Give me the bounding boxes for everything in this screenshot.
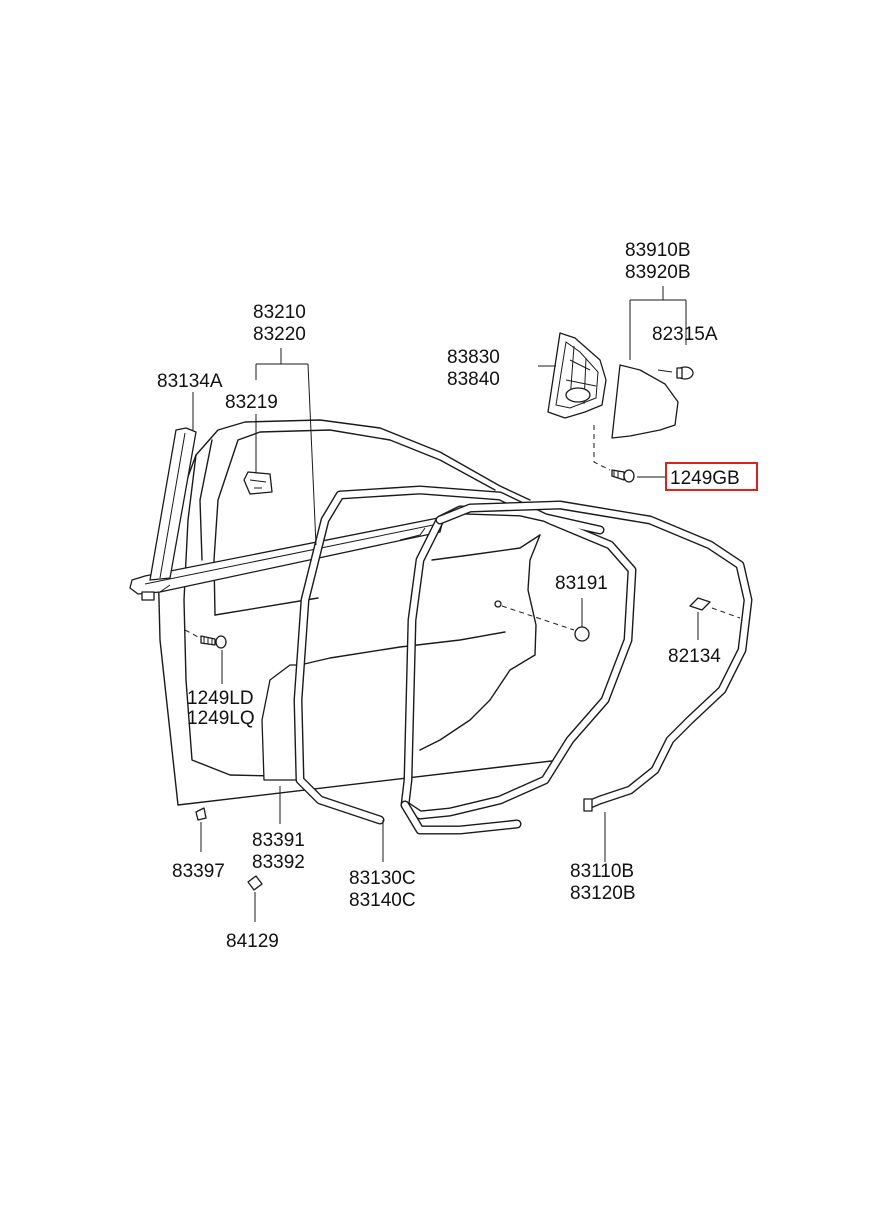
label-83120B[interactable]: 83120B — [570, 883, 636, 904]
plug-83191 — [494, 600, 590, 642]
label-83134A[interactable]: 83134A — [157, 371, 223, 392]
label-1249GB[interactable]: 1249GB — [670, 468, 740, 489]
label-83140C[interactable]: 83140C — [349, 890, 416, 911]
label-83830[interactable]: 83830 — [447, 347, 500, 368]
label-83910B[interactable]: 83910B — [625, 240, 691, 261]
label-1249LQ[interactable]: 1249LQ — [187, 708, 255, 729]
label-1249LD[interactable]: 1249LD — [187, 688, 254, 709]
body-weatherstrip — [435, 500, 753, 812]
label-83920B[interactable]: 83920B — [625, 262, 691, 283]
label-83220[interactable]: 83220 — [253, 324, 306, 345]
bracket-83219 — [243, 471, 273, 495]
label-83392[interactable]: 83392 — [252, 852, 305, 873]
label-83210[interactable]: 83210 — [253, 302, 306, 323]
clip-82134 — [689, 597, 741, 619]
label-84129[interactable]: 84129 — [226, 931, 279, 952]
label-83110B[interactable]: 83110B — [570, 861, 634, 882]
highlight-box — [665, 462, 758, 491]
label-83397[interactable]: 83397 — [172, 861, 225, 882]
quarter-cover — [611, 364, 679, 439]
label-83219[interactable]: 83219 — [225, 392, 278, 413]
clip-82315A — [657, 366, 694, 380]
screw-1249LD — [184, 629, 227, 649]
division-channel — [149, 427, 197, 581]
door-weatherstrip — [293, 485, 637, 835]
leader-lines — [192, 286, 699, 922]
label-82134[interactable]: 82134 — [668, 646, 721, 667]
part-labels: 83910B 83920B 82315A 83830 83840 83210 8… — [157, 240, 758, 952]
screw-1249GB — [593, 425, 635, 483]
label-83391[interactable]: 83391 — [252, 830, 305, 851]
label-83130C[interactable]: 83130C — [349, 868, 416, 889]
label-83840[interactable]: 83840 — [447, 369, 500, 390]
quarter-trim-frame — [547, 332, 607, 419]
door-panel — [157, 419, 561, 806]
clip-84129 — [247, 875, 263, 891]
clip-83397 — [195, 807, 207, 821]
label-83191[interactable]: 83191 — [555, 573, 608, 594]
label-82315A[interactable]: 82315A — [652, 324, 718, 345]
